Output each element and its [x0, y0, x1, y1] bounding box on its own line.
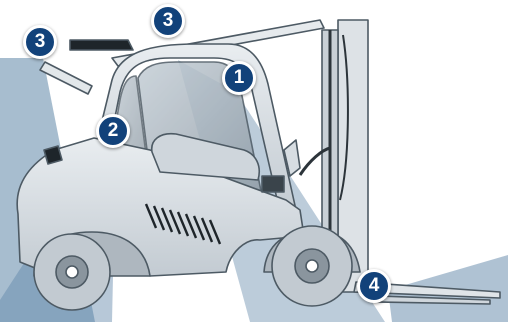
marker-3b: 3 [151, 4, 185, 38]
marker-1: 1 [222, 61, 256, 95]
marker-3a: 3 [23, 25, 57, 59]
marker-2: 2 [96, 114, 130, 148]
marker-4: 4 [357, 269, 391, 303]
